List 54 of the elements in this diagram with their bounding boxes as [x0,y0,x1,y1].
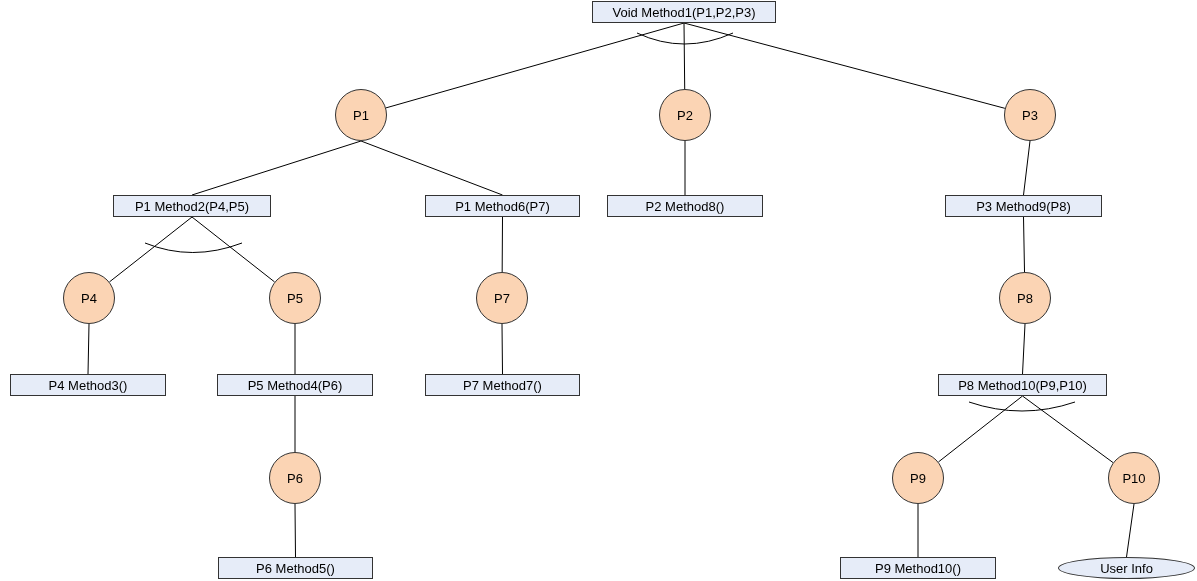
connector-line [937,395,1023,463]
method-box [592,1,776,23]
node-label: P7 Method7() [463,378,542,392]
node-label: P1 [353,108,369,122]
method-box [938,374,1107,396]
method-box [10,374,166,396]
node-label: User Info [1100,561,1153,575]
connector-line [917,503,919,558]
node-label: P7 [494,291,510,305]
connector-line [501,323,503,375]
method-box [945,195,1102,217]
connector-line [1022,395,1114,464]
node-label: P2 [677,108,693,122]
node-label: P2 Method8() [645,199,725,213]
node-label: P9 [910,471,926,485]
connector-line [360,140,503,196]
connector-line [1023,140,1031,196]
connector-line [294,323,296,375]
node-label: P8 [1017,291,1033,305]
connector-line [191,140,362,196]
method-box [425,374,580,396]
connector-line [294,503,296,558]
node-label: P1 Method2(P4,P5) [134,199,250,213]
connector-line [1022,323,1026,375]
node-label: P3 Method9(P8) [976,199,1071,213]
node-label: P8 Method10(P9,P10) [958,378,1087,392]
node-label: P4 Method3() [48,378,128,392]
node-label: P6 [287,471,303,485]
connector-line [683,22,1006,109]
node-label: P1 Method6(P7) [455,199,550,213]
connector-line [683,22,686,90]
connector-line [684,140,686,196]
method-box [607,195,763,217]
method-box [840,557,996,579]
connector-line [87,323,90,375]
method-box [218,557,373,579]
method-box [425,195,580,217]
connector-line [108,216,193,283]
connector-line [385,22,685,109]
connector-line [501,216,503,273]
node-label: P4 [81,291,97,305]
node-label: P3 [1022,108,1038,122]
method-box [113,195,271,217]
node-label: P5 [287,291,303,305]
connector-line [1023,216,1025,273]
connector-line [294,395,296,453]
node-label: Void Method1(P1,P2,P3) [612,5,756,19]
node-label: P5 Method4(P6) [247,378,343,392]
node-label: P9 Method10() [875,561,961,575]
connector-line [191,216,276,283]
connector-line [1126,503,1135,558]
method-box [217,374,373,396]
node-label: P6 Method5() [256,561,335,575]
node-label: P10 [1122,471,1146,485]
